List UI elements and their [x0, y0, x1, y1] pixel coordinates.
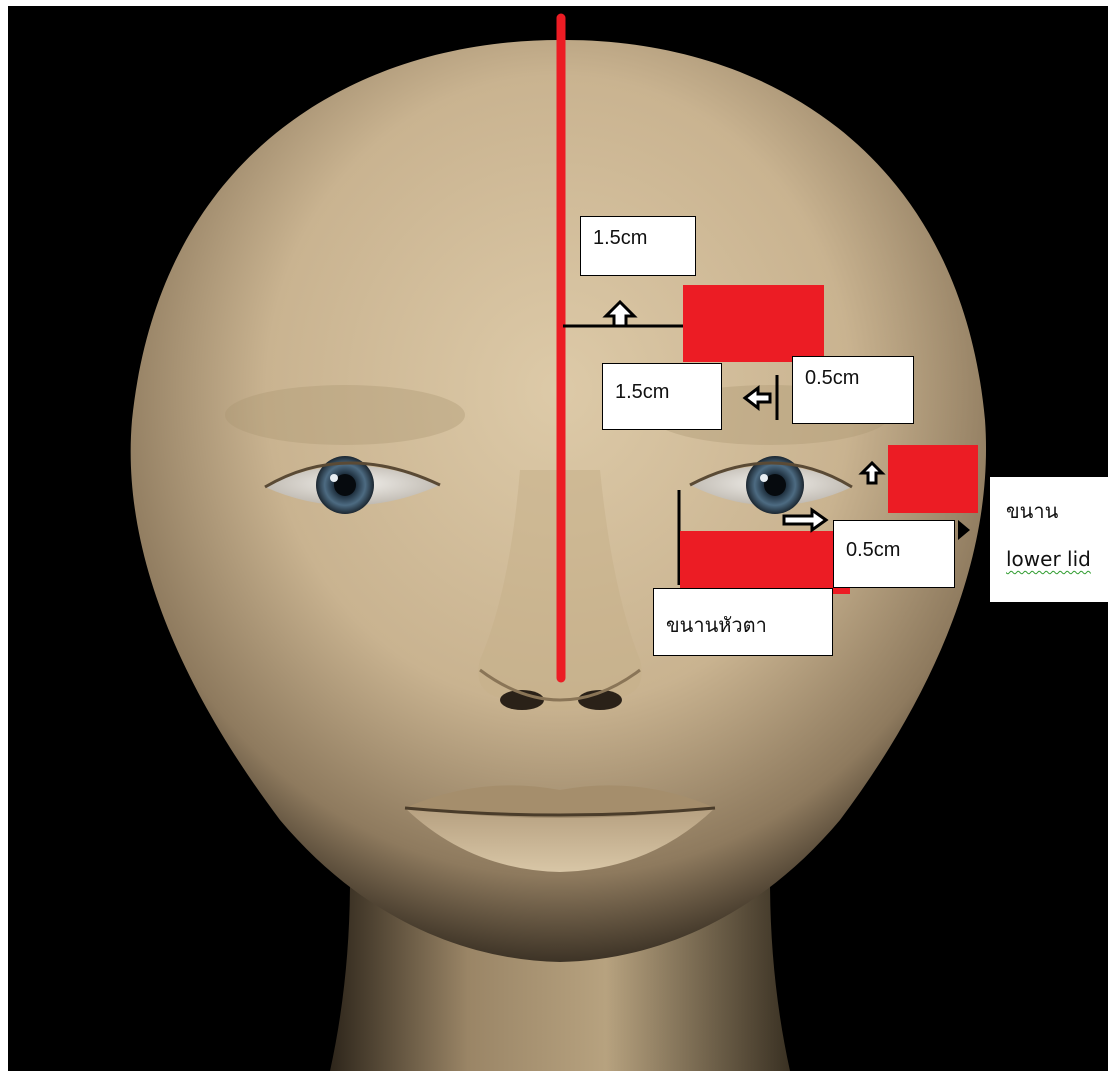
- lower-lid-note-line2: lower lid: [1006, 547, 1091, 571]
- left-brow-shadow: [225, 385, 465, 445]
- inner-corner-lash-label: ขนานหัวตา: [653, 588, 833, 656]
- inner-corner-marker: [680, 531, 850, 594]
- lid-gap-label: 0.5cm: [833, 520, 955, 588]
- lower-lid-note-line1: ขนาน: [1006, 495, 1058, 527]
- brow-inner-label: 1.5cm: [602, 363, 722, 430]
- brow-position-marker: [683, 285, 824, 362]
- brow-gap-label: 0.5cm: [792, 356, 914, 424]
- lower-lid-note: ขนาน lower lid: [990, 477, 1108, 602]
- lower-lid-marker: [888, 445, 978, 513]
- brow-height-label: 1.5cm: [580, 216, 696, 276]
